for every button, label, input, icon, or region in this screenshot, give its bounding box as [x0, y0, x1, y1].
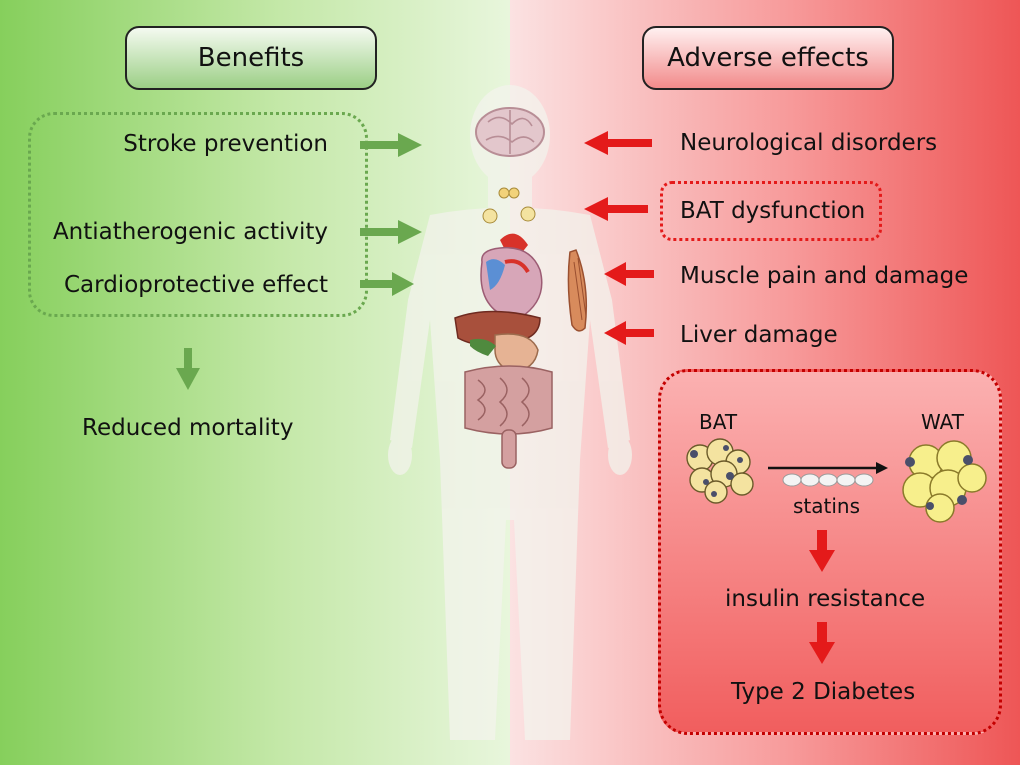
benefit-cardioprotective: Cardioprotective effect — [64, 272, 328, 298]
stomach-icon — [470, 333, 539, 373]
heart-icon — [480, 233, 543, 319]
arrow-right-icon — [360, 272, 414, 296]
adverse-header-label: Adverse effects — [667, 43, 869, 73]
arrow-down-icon — [176, 348, 200, 390]
arrow-right-icon — [360, 220, 422, 244]
adverse-neurological: Neurological disorders — [680, 130, 938, 156]
mechanism-arrows — [809, 530, 835, 664]
bat-label: BAT — [699, 410, 738, 434]
arrow-left-icon — [604, 321, 654, 345]
benefit-arrows — [176, 133, 422, 390]
bat-dysfunction-box — [660, 181, 882, 241]
benefits-group-box — [28, 112, 368, 317]
white-fat-cells-icon — [902, 440, 987, 523]
reduced-mortality: Reduced mortality — [82, 415, 294, 441]
arrow-down-icon — [809, 622, 835, 664]
arrow-down-icon — [809, 530, 835, 572]
arrow-left-icon — [584, 131, 652, 155]
statins-label: statins — [793, 494, 861, 518]
benefit-antiatherogenic: Antiatherogenic activity — [52, 219, 328, 245]
brain-icon — [475, 107, 545, 157]
brown-fat-cells-icon — [686, 438, 754, 504]
benefits-background — [0, 0, 510, 765]
type-2-diabetes-label: Type 2 Diabetes — [731, 679, 916, 705]
adverse-effects-header: Adverse effects — [642, 26, 894, 90]
brown-fat-icon — [482, 206, 536, 224]
adverse-muscle: Muscle pain and damage — [680, 263, 969, 289]
wat-label: WAT — [921, 410, 965, 434]
adverse-liver: Liver damage — [680, 322, 838, 348]
arrow-left-icon — [584, 197, 648, 221]
arrow-right-icon — [360, 133, 422, 157]
statin-arrow-icon — [768, 462, 888, 474]
insulin-resistance-label: insulin resistance — [725, 586, 926, 612]
adverse-arrows — [584, 131, 654, 345]
thyroid-icon — [498, 187, 520, 199]
benefit-stroke-prevention: Stroke prevention — [123, 131, 328, 157]
muscle-icon — [567, 249, 588, 332]
benefits-header: Benefits — [125, 26, 377, 90]
benefits-header-label: Benefits — [197, 43, 305, 73]
intestine-icon — [464, 365, 553, 469]
pill-icon — [782, 473, 874, 487]
adverse-bat-dysfunction: BAT dysfunction — [680, 198, 866, 224]
arrow-left-icon — [604, 262, 654, 286]
